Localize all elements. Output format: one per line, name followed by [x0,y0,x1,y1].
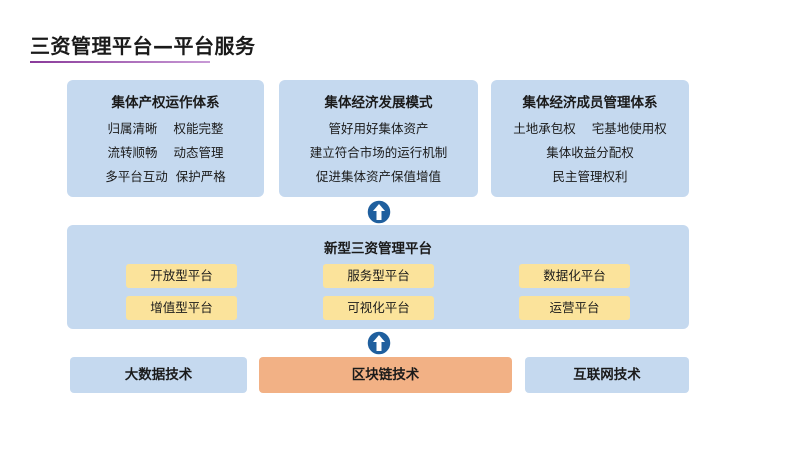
panel-collective-economy-model: 集体经济发展模式 管好用好集体资产 建立符合市场的运行机制 促进集体资产保值增值 [279,80,478,197]
panel-line: 管好用好集体资产 [328,121,429,136]
up-arrow-icon [366,199,392,225]
panel-line: 集体收益分配权 [546,145,634,160]
platform-item-visualization: 可视化平台 [323,296,434,320]
platform-item-open: 开放型平台 [126,264,237,288]
panel-line: 民主管理权利 [552,169,628,184]
panel-line: 流转顺畅 动态管理 [107,145,224,160]
platform-title: 新型三资管理平台 [324,241,432,257]
panel-line: 多平台互动 保护严格 [105,169,226,184]
platform-item-operation: 运营平台 [519,296,630,320]
panel-line: 建立符合市场的运行机制 [309,145,448,160]
platform-item-data: 数据化平台 [519,264,630,288]
up-arrow-icon [366,330,392,356]
title-underline [30,61,210,63]
panel-member-management: 集体经济成员管理体系 土地承包权 宅基地使用权 集体收益分配权 民主管理权利 [491,80,689,197]
platform-item-service: 服务型平台 [323,264,434,288]
page-title: 三资管理平台—平台服务 [30,34,256,58]
tech-blockchain: 区块链技术 [259,357,512,393]
platform-panel: 新型三资管理平台 开放型平台 服务型平台 数据化平台 增值型平台 可视化平台 运… [67,225,689,329]
panel-title: 集体产权运作体系 [111,95,220,111]
panel-collective-property-rights: 集体产权运作体系 归属清晰 权能完整 流转顺畅 动态管理 多平台互动 保护严格 [67,80,264,197]
panel-line: 促进集体资产保值增值 [315,169,441,184]
panel-title: 集体经济成员管理体系 [522,95,658,111]
panel-line: 土地承包权 宅基地使用权 [513,121,667,136]
panel-line: 归属清晰 权能完整 [107,121,224,136]
platform-item-value-added: 增值型平台 [126,296,237,320]
tech-big-data: 大数据技术 [70,357,247,393]
panel-title: 集体经济发展模式 [324,95,433,111]
tech-internet: 互联网技术 [525,357,689,393]
